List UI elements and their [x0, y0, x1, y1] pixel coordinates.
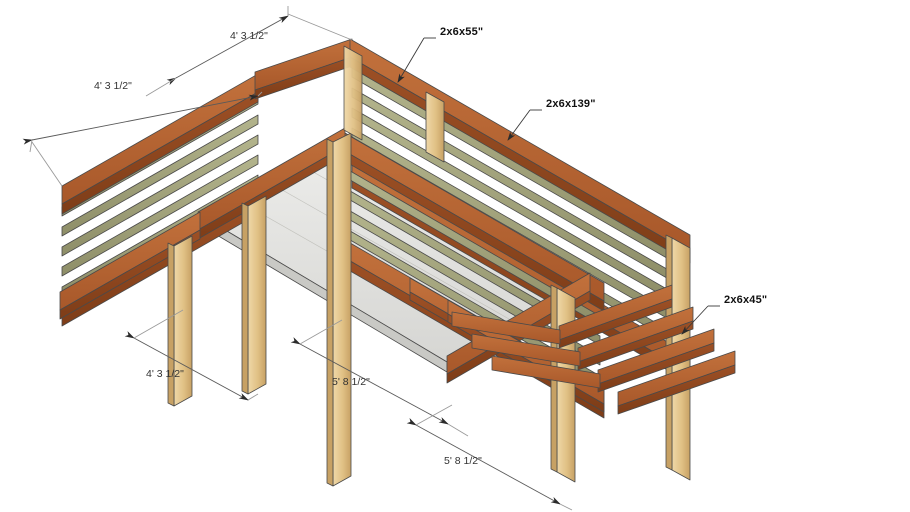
callout-label-2x6x55: 2x6x55" [440, 26, 484, 38]
dim-line-bottom-length [406, 418, 561, 505]
post-back-left [247, 195, 267, 395]
dim-line-top-width [166, 15, 289, 85]
post-front-left [173, 235, 193, 407]
dimension-label-top-width: 4' 3 1/2" [230, 30, 268, 42]
dim-line-mid-length [290, 337, 449, 425]
post-apex-top [343, 45, 363, 141]
post-mid-front [332, 132, 352, 487]
ladder-rung-group [451, 284, 736, 415]
leader-d-2x6x139 [507, 109, 531, 141]
post-ladder [556, 287, 576, 483]
dimension-line-group [22, 6, 573, 511]
panel-back-left-long [254, 38, 353, 100]
dim-line-left-depth [124, 331, 249, 401]
leader-d-2x6x45 [681, 305, 709, 335]
callout-label-2x6x45: 2x6x45" [724, 294, 768, 306]
dimension-label-top-depth: 4' 3 1/2" [94, 80, 132, 92]
callout-label-2x6x139: 2x6x139" [546, 98, 596, 110]
dimension-label-left-depth: 4' 3 1/2" [146, 368, 184, 380]
post-back-brace-upper [425, 91, 445, 163]
leader-d-2x6x55 [397, 37, 425, 83]
dimension-label-bottom-length: 5' 8 1/2" [444, 455, 482, 467]
callout-leader-group [397, 37, 720, 335]
dim-line-top-depth [22, 94, 259, 145]
dimension-label-mid-length: 5' 8 1/2" [332, 376, 370, 388]
